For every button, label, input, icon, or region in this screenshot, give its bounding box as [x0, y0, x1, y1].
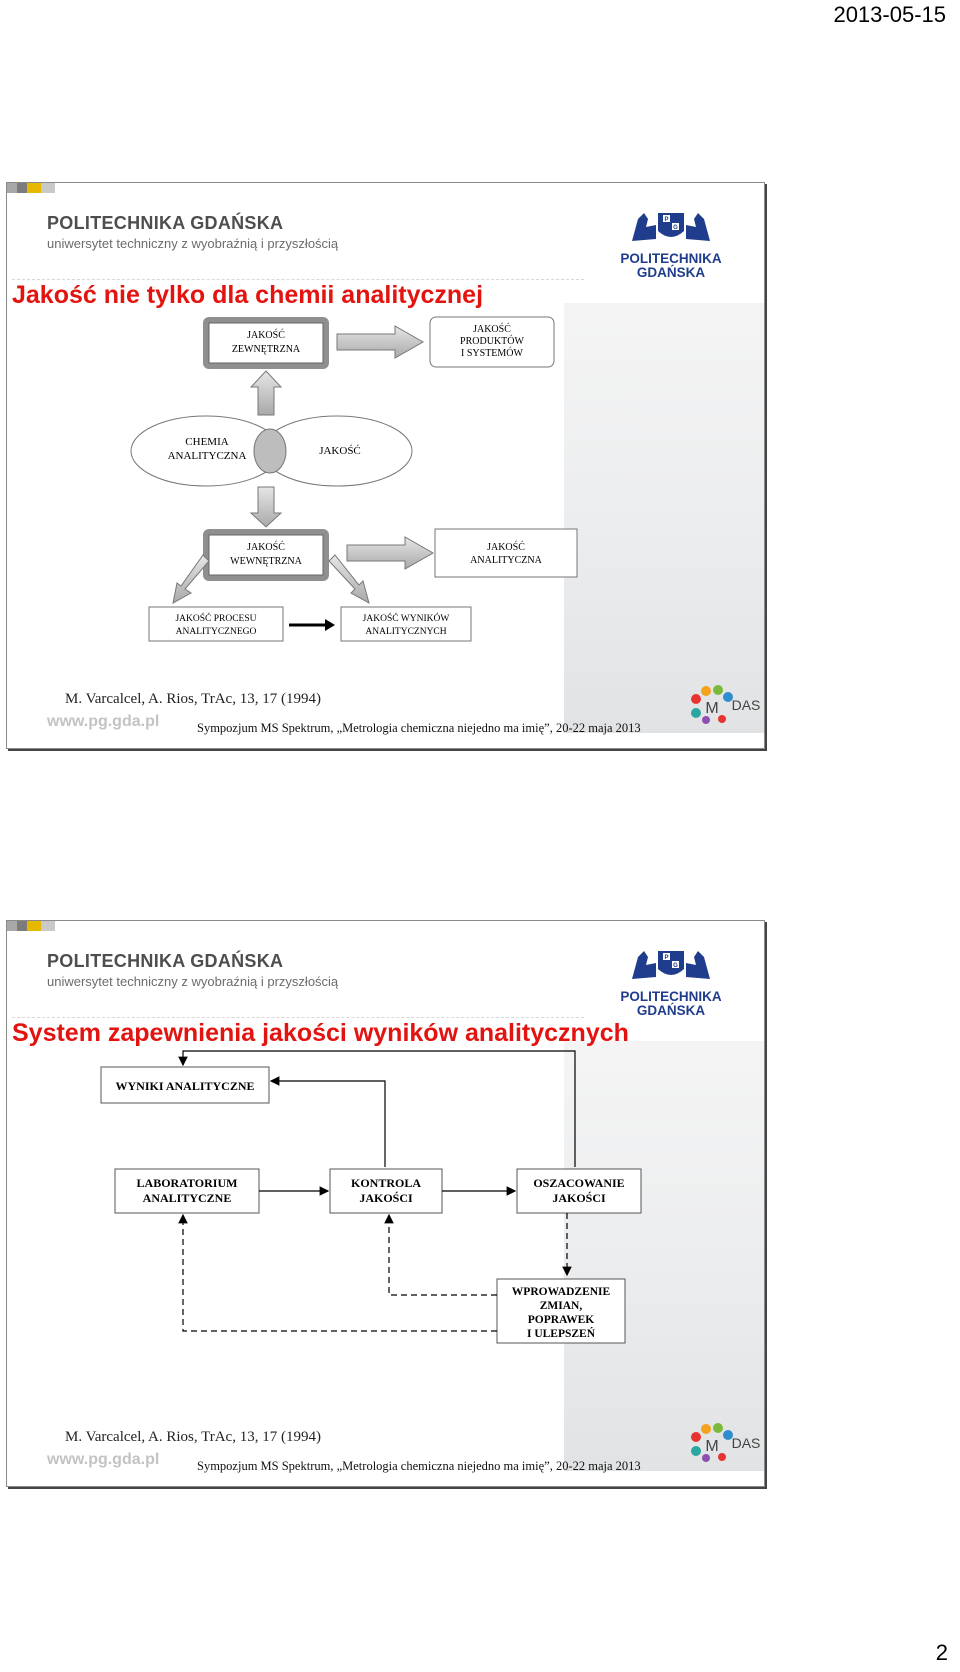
arrow-diagonal-left: [172, 554, 210, 604]
process-quality-box: JAKOŚĆ PROCESU ANALITYCZNEGO: [148, 606, 284, 642]
svg-text:ANALITYCZNYCH: ANALITYCZNYCH: [365, 627, 446, 637]
website-url: www.pg.gda.pl: [47, 1451, 160, 1468]
arrow-diagonal-right: [328, 554, 370, 605]
page-date: 2013-05-15: [833, 2, 946, 27]
background-building-image: [564, 1041, 764, 1471]
arrow-right: [336, 325, 425, 359]
svg-text:JAKOŚĆ PROCESU: JAKOŚĆ PROCESU: [175, 612, 256, 624]
university-tagline: uniwersytet techniczny z wyobraźnią i pr…: [47, 974, 339, 989]
svg-text:ANALITYCZNE: ANALITYCZNE: [143, 1191, 232, 1205]
chemistry-quality-venn: CHEMIA ANALITYCZNA JAKOŚĆ: [130, 415, 413, 487]
slide-2: POLITECHNIKA GDAŃSKA uniwersytet technic…: [6, 920, 765, 1487]
arrow-right: [346, 536, 435, 570]
svg-text:WYNIKI ANALITYCZNE: WYNIKI ANALITYCZNE: [115, 1079, 254, 1093]
svg-text:JAKOŚCI: JAKOŚCI: [552, 1191, 606, 1205]
slide-top-bar: [7, 183, 764, 193]
external-quality-box: JAKOŚĆ ZEWNĘTRZNA: [203, 317, 329, 369]
svg-text:WEWNĘTRZNA: WEWNĘTRZNA: [230, 556, 302, 567]
analytical-results-box: WYNIKI ANALITYCZNE: [100, 1066, 270, 1104]
logo-text-line1: POLITECHNIKA: [620, 251, 722, 266]
svg-text:DAS: DAS: [732, 697, 760, 713]
svg-text:M: M: [705, 1438, 718, 1455]
quality-control-box: KONTROLA JAKOŚCI: [329, 1168, 443, 1214]
arrow-right-black: [289, 619, 335, 631]
svg-text:WPROWADZENIE: WPROWADZENIE: [512, 1286, 611, 1298]
quality-diagram: JAKOŚĆ ZEWNĘTRZNA JAKOŚĆ PRODUKTÓW I SYS…: [130, 316, 578, 642]
shield-letter: G: [673, 963, 678, 969]
background-building-image: [564, 303, 764, 733]
quality-assurance-diagram: WYNIKI ANALITYCZNE LABORATORIUM ANALITYC…: [100, 1050, 642, 1344]
university-tagline: uniwersytet techniczny z wyobraźnią i pr…: [47, 236, 339, 251]
logo-text-line2: GDAŃSKA: [636, 1003, 706, 1018]
shield-letter: P: [664, 217, 668, 223]
griffin-crest-icon: P G: [632, 951, 710, 979]
svg-text:ZEWNĘTRZNA: ZEWNĘTRZNA: [232, 344, 301, 355]
slide-title: System zapewnienia jakości wyników anali…: [12, 1019, 629, 1047]
svg-text:KONTROLA: KONTROLA: [351, 1176, 421, 1190]
svg-text:JAKOŚĆ: JAKOŚĆ: [473, 323, 511, 335]
control-arrow: [269, 1076, 386, 1167]
internal-quality-box: JAKOŚĆ WEWNĘTRZNA: [203, 529, 329, 581]
griffin-crest-icon: P G: [632, 213, 710, 241]
svg-text:PRODUKTÓW: PRODUKTÓW: [460, 335, 524, 347]
university-header: POLITECHNIKA GDAŃSKA uniwersytet technic…: [47, 951, 338, 989]
svg-text:JAKOŚĆ: JAKOŚĆ: [319, 445, 361, 457]
svg-text:M: M: [705, 700, 718, 717]
results-quality-box: JAKOŚĆ WYNIKÓW ANALITYCZNYCH: [340, 606, 472, 642]
quality-assessment-box: OSZACOWANIE JAKOŚCI: [516, 1168, 642, 1214]
arrow-up: [249, 370, 283, 416]
shield-letter: P: [664, 955, 668, 961]
mdas-logo-icon: M DAS: [691, 685, 760, 724]
university-header: POLITECHNIKA GDAŃSKA uniwersytet technic…: [47, 213, 338, 251]
logo-text-line2: GDAŃSKA: [636, 265, 706, 280]
svg-text:OSZACOWANIE: OSZACOWANIE: [533, 1176, 624, 1190]
website-url: www.pg.gda.pl: [47, 713, 160, 730]
slide-title: Jakość nie tylko dla chemii analitycznej: [12, 281, 484, 309]
analytical-quality-box: JAKOŚĆ ANALITYCZNA: [434, 528, 578, 578]
slide-1: POLITECHNIKA GDAŃSKA uniwersytet technic…: [6, 182, 765, 749]
citation: M. Varcalcel, A. Rios, TrAc, 13, 17 (199…: [65, 1429, 321, 1445]
svg-text:POPRAWEK: POPRAWEK: [528, 1314, 595, 1326]
page-number: 2: [935, 1640, 948, 1665]
svg-text:JAKOŚĆ WYNIKÓW: JAKOŚĆ WYNIKÓW: [363, 612, 450, 624]
mdas-logo-icon: M DAS: [691, 1423, 760, 1462]
svg-text:I SYSTEMÓW: I SYSTEMÓW: [461, 347, 524, 359]
svg-text:LABORATORIUM: LABORATORIUM: [137, 1176, 238, 1190]
svg-text:JAKOŚĆ: JAKOŚĆ: [247, 541, 285, 553]
svg-text:JAKOŚCI: JAKOŚCI: [359, 1191, 413, 1205]
svg-text:ANALITYCZNA: ANALITYCZNA: [470, 555, 542, 566]
feedback-arrow: [178, 1050, 576, 1167]
logo-text-line1: POLITECHNIKA: [620, 989, 722, 1004]
svg-text:DAS: DAS: [732, 1435, 760, 1451]
laboratory-box: LABORATORIUM ANALITYCZNE: [114, 1168, 260, 1214]
product-quality-box: JAKOŚĆ PRODUKTÓW I SYSTEMÓW: [429, 316, 555, 368]
svg-text:I ULEPSZEŃ: I ULEPSZEŃ: [527, 1326, 596, 1340]
svg-text:ZMIAN,: ZMIAN,: [540, 1300, 583, 1312]
svg-text:JAKOŚĆ: JAKOŚĆ: [247, 329, 285, 341]
slide-top-bar: [7, 921, 764, 931]
improvements-box: WPROWADZENIE ZMIAN, POPRAWEK I ULEPSZEŃ: [496, 1278, 626, 1344]
svg-text:ANALITYCZNA: ANALITYCZNA: [168, 450, 247, 462]
footer-event: Sympozjum MS Spektrum, „Metrologia chemi…: [197, 721, 641, 735]
pg-logo: P G POLITECHNIKA GDAŃSKA: [616, 943, 726, 1018]
university-name: POLITECHNIKA GDAŃSKA: [47, 213, 284, 233]
svg-text:CHEMIA: CHEMIA: [185, 436, 228, 448]
svg-text:JAKOŚĆ: JAKOŚĆ: [487, 541, 525, 553]
university-name: POLITECHNIKA GDAŃSKA: [47, 951, 284, 971]
svg-text:ANALITYCZNEGO: ANALITYCZNEGO: [176, 627, 257, 637]
footer-event: Sympozjum MS Spektrum, „Metrologia chemi…: [197, 1459, 641, 1473]
pg-logo: P G POLITECHNIKA GDAŃSKA: [616, 205, 726, 280]
shield-letter: G: [673, 225, 678, 231]
arrow-down: [249, 486, 283, 528]
citation: M. Varcalcel, A. Rios, TrAc, 13, 17 (199…: [65, 691, 321, 707]
